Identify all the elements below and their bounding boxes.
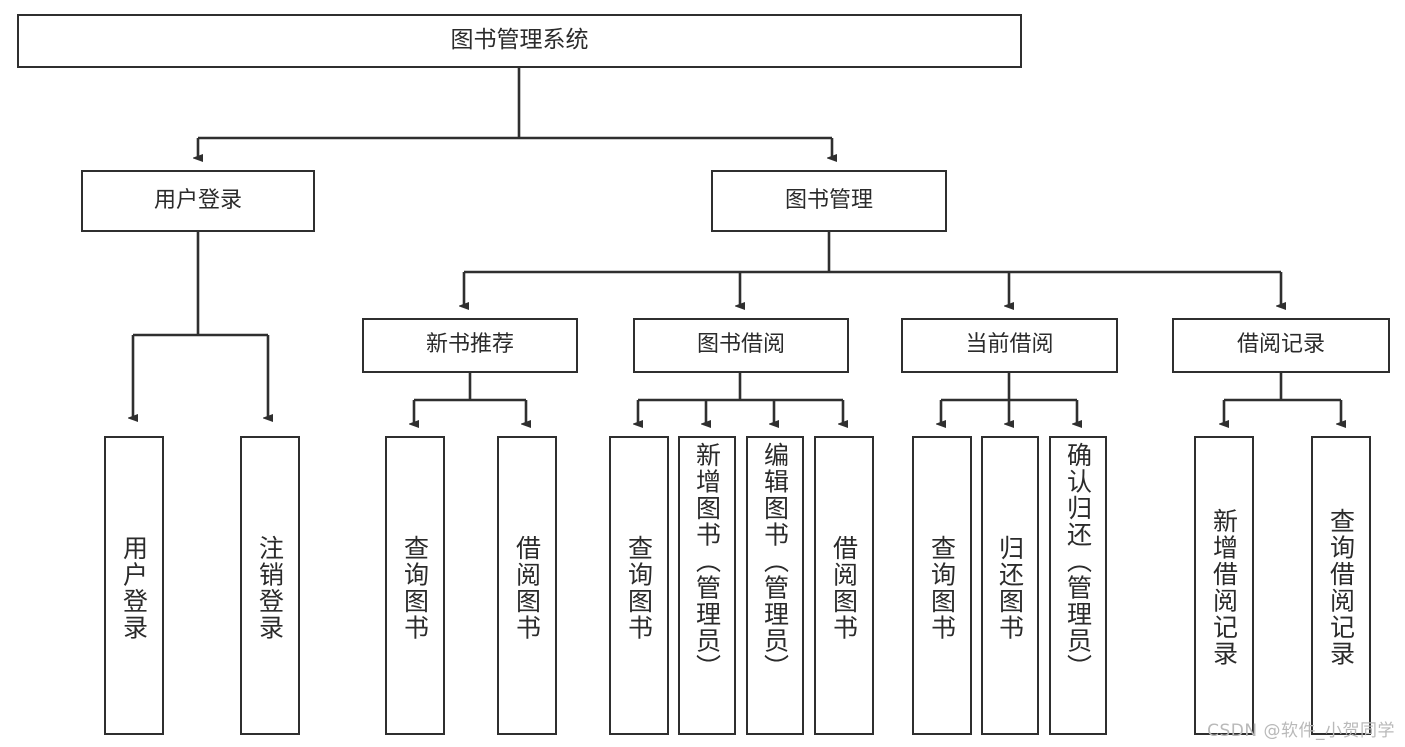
node-label: 归还图书: [995, 534, 1025, 641]
node-label: 新增借阅记录: [1209, 508, 1239, 667]
node-user-login[interactable]: 用户登录: [81, 170, 315, 232]
node-label: 查询图书: [624, 534, 654, 641]
node-borrow-record[interactable]: 借阅记录: [1172, 318, 1390, 373]
leaf-query-book-3[interactable]: 查询图书: [912, 436, 972, 735]
leaf-borrow-book-2[interactable]: 借阅图书: [814, 436, 874, 735]
node-label: 当前借阅: [965, 332, 1054, 358]
csdn-watermark: CSDN @软件_小贺同学: [1207, 721, 1395, 741]
leaf-user-logout[interactable]: 注销登录: [240, 436, 300, 735]
node-label: 查询图书: [400, 534, 430, 641]
node-label: 图书管理系统: [450, 27, 589, 54]
node-label: 借阅记录: [1236, 332, 1325, 358]
node-label: 图书管理: [784, 187, 873, 213]
node-book-borrow[interactable]: 图书借阅: [633, 318, 849, 373]
node-label: 借阅图书: [829, 534, 859, 641]
node-label: 注销登录: [255, 534, 285, 641]
leaf-borrow-book-1[interactable]: 借阅图书: [497, 436, 557, 735]
leaf-return-book[interactable]: 归还图书: [981, 436, 1039, 735]
node-label: 新书推荐: [425, 332, 514, 358]
leaf-add-record[interactable]: 新增借阅记录: [1194, 436, 1254, 735]
node-label: 用户登录: [119, 534, 149, 641]
node-label: 查询图书: [927, 534, 957, 641]
leaf-add-book[interactable]: 新增图书（管理员）: [678, 436, 736, 735]
leaf-query-book-2[interactable]: 查询图书: [609, 436, 669, 735]
node-label: 用户登录: [153, 187, 242, 213]
node-label: 编辑图书（管理员）: [760, 442, 790, 681]
node-label: 图书借阅: [696, 332, 785, 358]
leaf-confirm-return[interactable]: 确认归还（管理员）: [1049, 436, 1107, 735]
node-label: 新增图书（管理员）: [692, 442, 722, 681]
leaf-user-login[interactable]: 用户登录: [104, 436, 164, 735]
node-root-system[interactable]: 图书管理系统: [17, 14, 1022, 68]
node-new-book-recommend[interactable]: 新书推荐: [362, 318, 578, 373]
leaf-query-book-1[interactable]: 查询图书: [385, 436, 445, 735]
node-book-management[interactable]: 图书管理: [711, 170, 947, 232]
leaf-query-record[interactable]: 查询借阅记录: [1311, 436, 1371, 735]
node-label: 确认归还（管理员）: [1063, 442, 1093, 681]
node-label: 借阅图书: [512, 534, 542, 641]
leaf-edit-book[interactable]: 编辑图书（管理员）: [746, 436, 804, 735]
node-current-borrow[interactable]: 当前借阅: [901, 318, 1118, 373]
node-label: 查询借阅记录: [1326, 508, 1356, 667]
